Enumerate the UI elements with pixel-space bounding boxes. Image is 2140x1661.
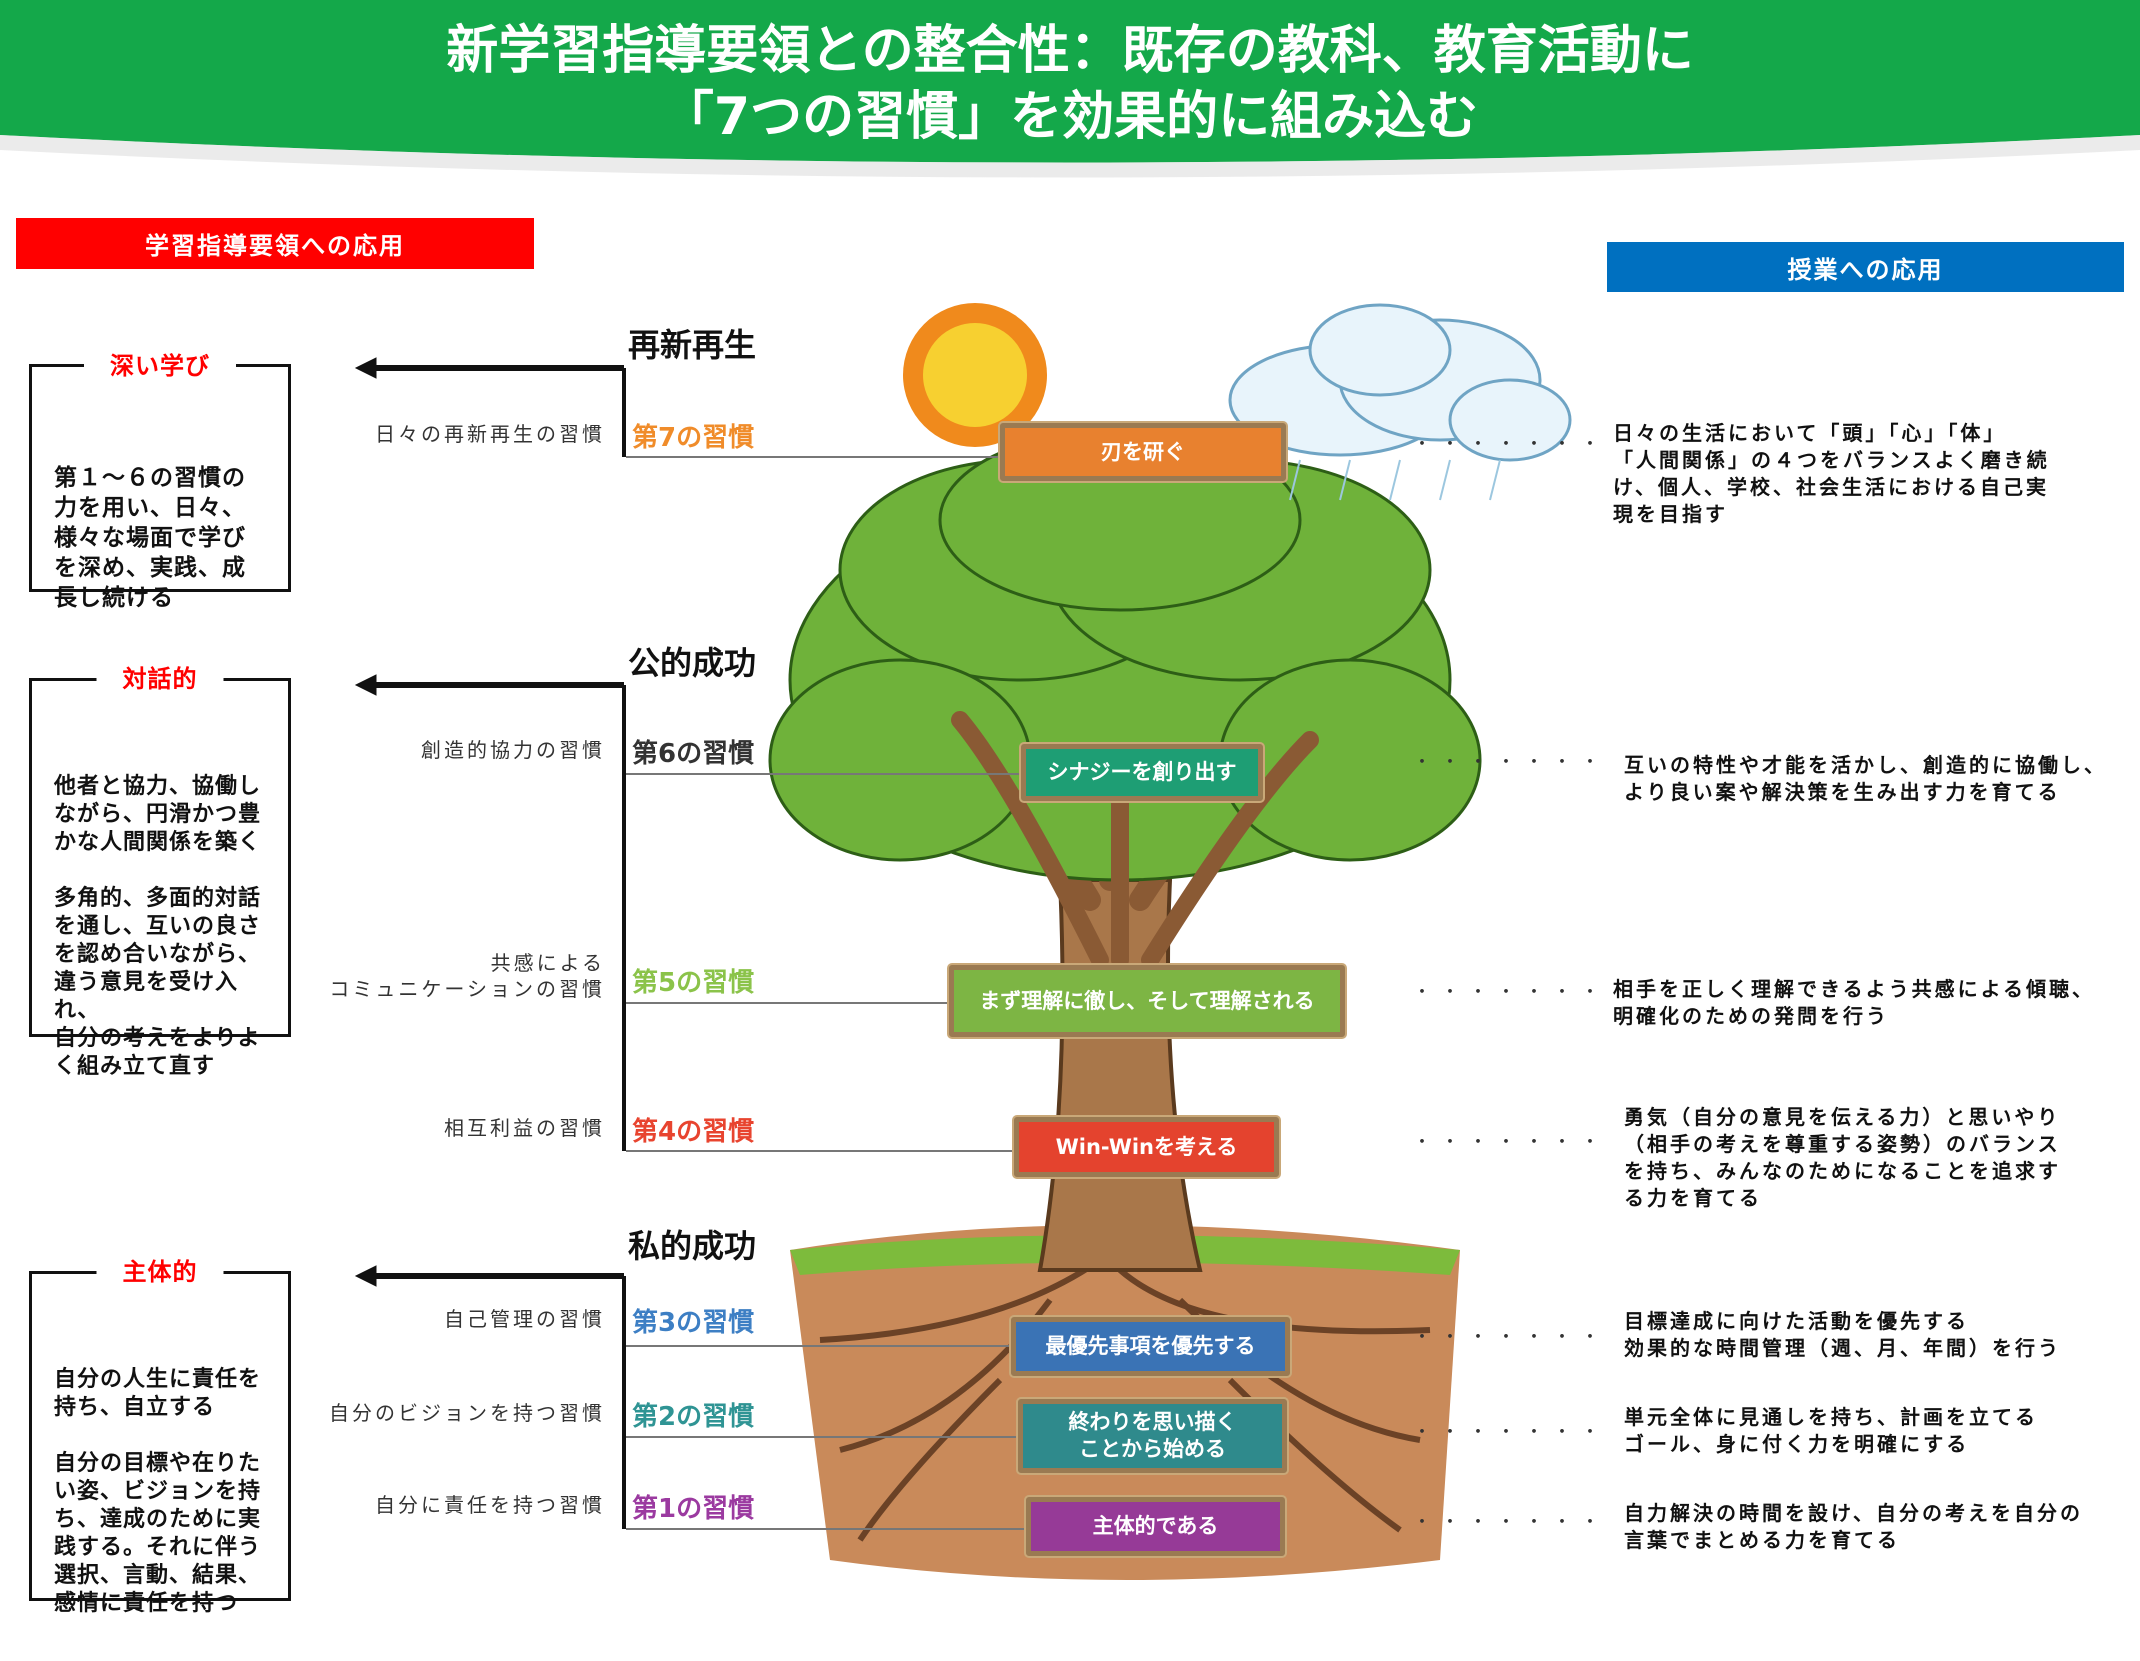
habit-sign: Win-Winを考える — [1014, 1117, 1279, 1177]
dotted-leader: ・・・・・・・ — [1413, 434, 1609, 455]
group-private-victory: 私的成功 — [628, 1227, 757, 1265]
sun-icon — [903, 303, 1047, 447]
habit-description: 共感による コミュニケーションの習慣 — [329, 951, 605, 1001]
classroom-application-text: 相手を正しく理解できるよう共感による傾聴、 明確化のための発問を行う — [1613, 977, 2095, 1028]
group-renewal: 再新再生 — [628, 326, 757, 364]
dotted-leader: ・・・・・・・ — [1413, 1327, 1609, 1348]
dotted-leader: ・・・・・・・ — [1413, 1132, 1609, 1153]
habit-label: 第3の習慣 — [632, 1308, 755, 1338]
dotted-leader: ・・・・・・・ — [1413, 752, 1609, 773]
left-box-proactive: 主体的 自分の人生に責任を 持ち、自立する 自分の目標や在りた い姿、ビジョンを… — [29, 1258, 291, 1616]
habit-sign: シナジーを創り出す — [1021, 744, 1263, 801]
habit-sign: 終わりを思い描く ことから始める — [1018, 1399, 1287, 1473]
habit-sign: 主体的である — [1026, 1497, 1285, 1556]
habit-label: 第2の習慣 — [632, 1402, 755, 1432]
left-section-banner: 学習指導要領への応用 — [16, 218, 534, 269]
classroom-application-text: 自力解決の時間を設け、自分の考えを自分の 言葉でまとめる力を育てる — [1624, 1501, 2083, 1552]
title-line-2: 「7つの習慣」を効果的に組み込む — [661, 87, 1479, 147]
habit-description: 自分に責任を持つ習慣 — [375, 1493, 605, 1517]
habit-description: 相互利益の習慣 — [444, 1116, 605, 1140]
group-public-victory: 公的成功 — [628, 644, 757, 682]
box-title: 主体的 — [96, 1258, 224, 1286]
connectors — [354, 357, 626, 1529]
classroom-application-text: 互いの特性や才能を活かし、創造的に協働し、 より良い案や解決策を生み出す力を育て… — [1624, 753, 2107, 804]
dotted-leader: ・・・・・・・ — [1413, 982, 1609, 1003]
habit-sign: 最優先事項を優先する — [1011, 1317, 1290, 1376]
classroom-application-text: 勇気（自分の意見を伝える力）と思いやり （相手の考えを尊重する姿勢）のバランス … — [1624, 1105, 2061, 1210]
habit-label: 第6の習慣 — [632, 739, 755, 769]
habit-description: 自分のビジョンを持つ習慣 — [329, 1401, 605, 1425]
header-band — [0, 0, 2140, 163]
box-text: 第１～６の習慣の 力を用い、日々、 様々な場面で学び を深め、実践、成 長し続け… — [54, 465, 246, 611]
habit-description: 創造的協力の習慣 — [421, 738, 605, 762]
dotted-leader: ・・・・・・・ — [1413, 1422, 1609, 1443]
habit-label: 第1の習慣 — [632, 1494, 755, 1524]
habit-label: 第7の習慣 — [632, 423, 755, 453]
title-line-1: 新学習指導要領との整合性：既存の教科、教育活動に — [446, 21, 1694, 81]
habit-label: 第5の習慣 — [632, 968, 755, 998]
box-title: 深い学び — [84, 351, 236, 381]
dotted-leader: ・・・・・・・ — [1413, 1512, 1609, 1533]
box-title: 対話的 — [96, 665, 224, 693]
classroom-application-text: 単元全体に見通しを持ち、計画を立てる ゴール、身に付く力を明確にする — [1624, 1405, 2038, 1456]
classroom-application-text: 日々の生活において「頭」「心」「体」 「人間関係」の４つをバランスよく磨き続 け… — [1613, 421, 2050, 526]
habit-description: 日々の再新再生の習慣 — [375, 422, 605, 446]
box-text: 他者と協力、協働し ながら、円滑かつ豊 かな人間関係を築く 多角的、多面的対話 … — [54, 774, 262, 1079]
box-text: 自分の人生に責任を 持ち、自立する 自分の目標や在りた い姿、ビジョンを持 ち、… — [54, 1367, 262, 1616]
left-box-dialogic: 対話的 他者と協力、協働し ながら、円滑かつ豊 かな人間関係を築く 多角的、多面… — [29, 665, 291, 1079]
classroom-application-text: 目標達成に向けた活動を優先する 効果的な時間管理（週、月、年間）を行う — [1624, 1309, 2061, 1360]
page-title: 新学習指導要領との整合性：既存の教科、教育活動に 「7つの習慣」を効果的に組み込… — [0, 18, 2140, 150]
habit-description: 自己管理の習慣 — [444, 1307, 605, 1331]
right-section-banner: 授業への応用 — [1607, 242, 2124, 292]
habit-label: 第4の習慣 — [632, 1117, 755, 1147]
habit-sign: まず理解に徹し、そして理解される — [949, 965, 1345, 1037]
habit-sign: 刃を研ぐ — [1000, 423, 1286, 481]
left-box-deep-learning: 深い学び 第１～６の習慣の 力を用い、日々、 様々な場面で学び を深め、実践、成… — [29, 351, 291, 611]
